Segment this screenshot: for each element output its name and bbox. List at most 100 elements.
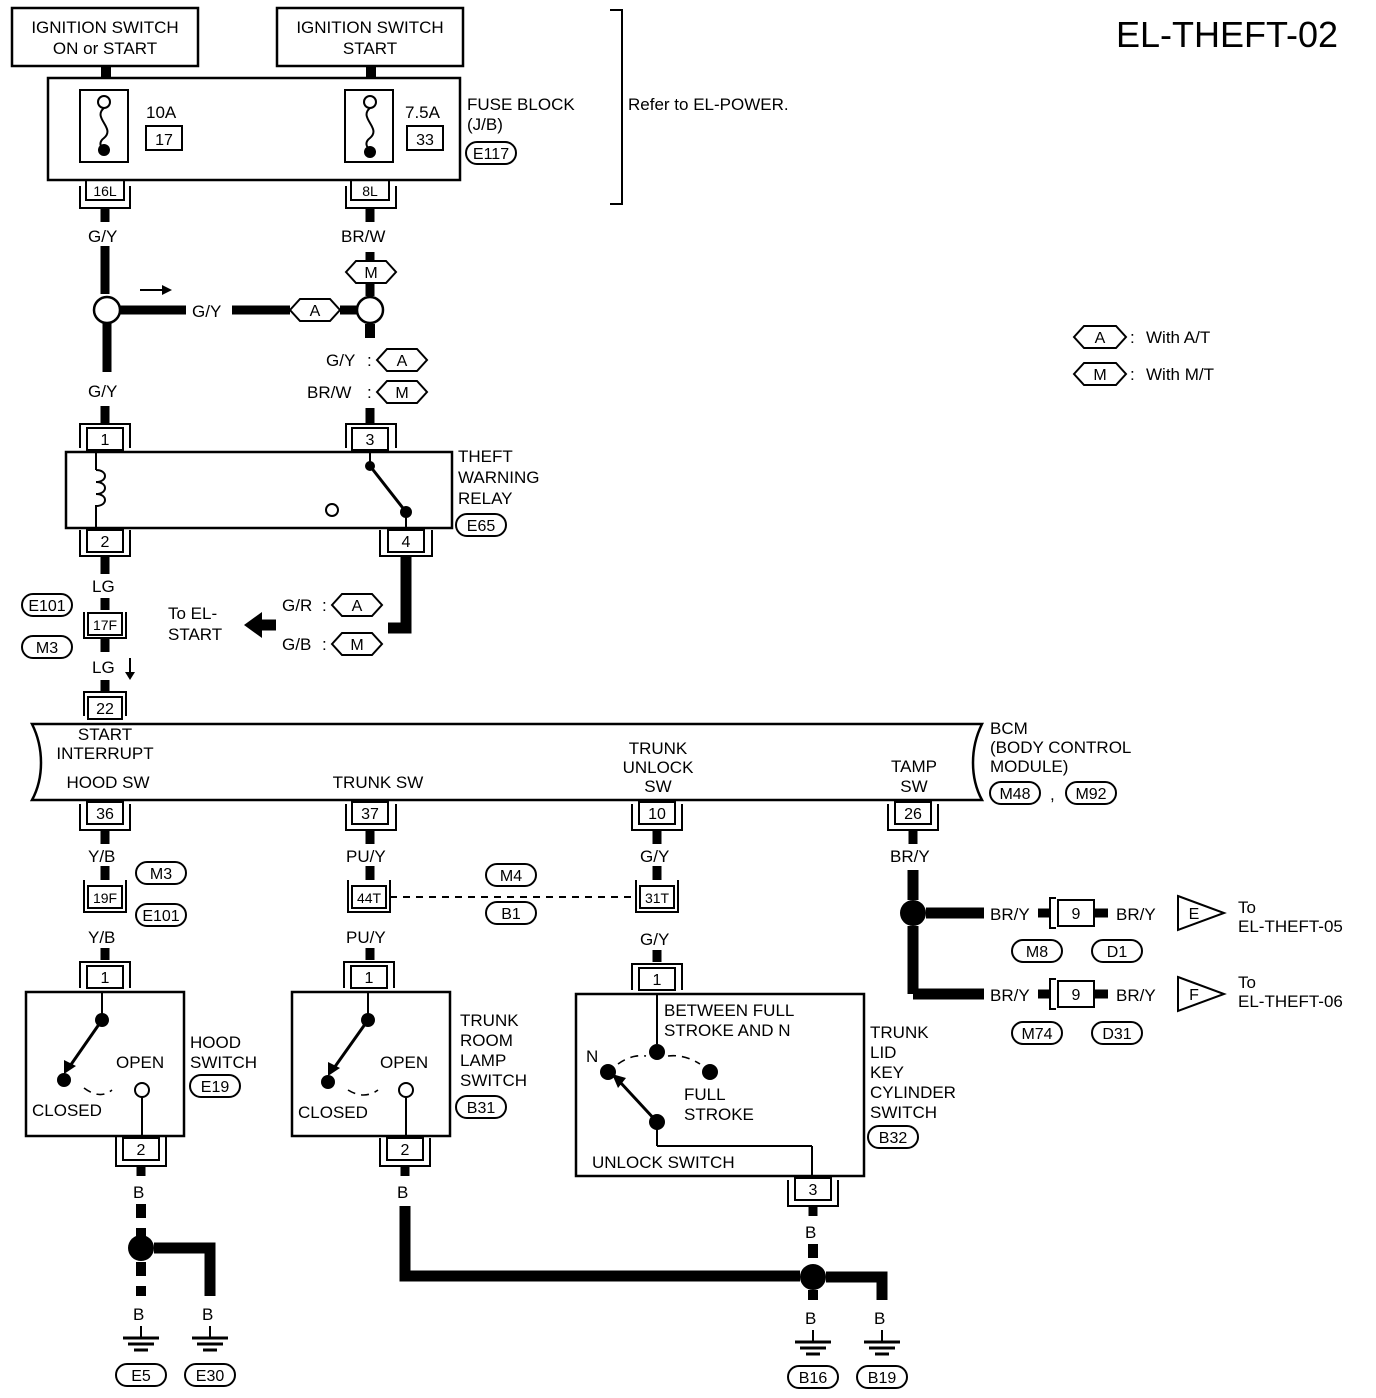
svg-text:(J/B): (J/B)	[467, 115, 503, 134]
svg-text:M: M	[395, 385, 408, 402]
svg-text:OPEN: OPEN	[380, 1053, 428, 1072]
ground-symbol-b19: B19	[856, 1330, 908, 1389]
connector-b32: B32	[879, 1130, 908, 1147]
ignition-switch-start: IGNITION SWITCH START	[275, 6, 465, 68]
terminal-16l: 16L	[93, 183, 117, 199]
svg-text:SW: SW	[900, 777, 927, 796]
svg-text:RELAY: RELAY	[458, 489, 513, 508]
svg-text:B: B	[397, 1183, 408, 1202]
svg-text:EL-THEFT-06: EL-THEFT-06	[1238, 992, 1343, 1011]
svg-text:B: B	[133, 1305, 144, 1324]
bcm-pin-26: 26	[887, 801, 939, 831]
svg-text:STROKE: STROKE	[684, 1105, 754, 1124]
svg-text:BR/Y: BR/Y	[990, 905, 1030, 924]
svg-text:2: 2	[101, 534, 110, 551]
option-m-tag-2: M	[375, 380, 429, 404]
relay-label: THEFT	[458, 447, 513, 466]
connector-e65: E65	[467, 518, 496, 535]
svg-text:G/R: G/R	[282, 596, 312, 615]
svg-text:B: B	[133, 1183, 144, 1202]
svg-text:CLOSED: CLOSED	[298, 1103, 368, 1122]
svg-text:SWITCH: SWITCH	[870, 1103, 937, 1122]
svg-text:START: START	[343, 39, 397, 58]
ignition-switch-on-start: IGNITION SWITCH ON or START	[10, 6, 200, 68]
svg-text:M: M	[350, 637, 363, 654]
bcm-tamp-sw: TAMP	[891, 757, 937, 776]
svg-text:IGNITION SWITCH: IGNITION SWITCH	[296, 18, 443, 37]
svg-text:A: A	[1095, 330, 1106, 347]
to-el-start: To EL-	[168, 604, 217, 623]
svg-text:BR/Y: BR/Y	[1116, 986, 1156, 1005]
pin-17f: 17F	[93, 617, 117, 633]
option-m-tag-1: M	[344, 260, 398, 284]
connector-m3: M3	[36, 640, 58, 657]
svg-text:ROOM: ROOM	[460, 1031, 513, 1050]
svg-text:LID: LID	[870, 1043, 896, 1062]
option-a-tag-2: A	[375, 348, 429, 372]
svg-text:CYLINDER: CYLINDER	[870, 1083, 956, 1102]
svg-text::: :	[367, 383, 372, 402]
option-a-tag-1: A	[288, 298, 342, 322]
svg-text:MODULE): MODULE)	[990, 757, 1068, 776]
trunk-lid-key-cylinder-switch: 1 BETWEEN FULL STROKE AND N N FULL STROK…	[574, 963, 866, 1207]
bcm-trunk-sw: TRUNK SW	[333, 773, 424, 792]
option-a-tag-3: A	[330, 593, 384, 617]
svg-text:G/Y: G/Y	[88, 382, 117, 401]
wire-label-gy: G/Y	[88, 227, 117, 246]
bcm-pin-37: 37	[345, 801, 397, 831]
terminal-8l: 8L	[362, 183, 378, 199]
bcm-hood-sw: HOOD SW	[66, 773, 149, 792]
option-m-tag-3: M	[330, 632, 384, 656]
connector-e117: E117	[473, 146, 509, 163]
bcm-start-interrupt: START	[78, 725, 132, 744]
svg-text:Y/B: Y/B	[88, 928, 115, 947]
svg-text:37: 37	[361, 806, 379, 823]
svg-text:B: B	[202, 1305, 213, 1324]
bcm-label: BCM	[990, 719, 1028, 738]
svg-text:G/B: G/B	[282, 635, 311, 654]
fuse-33-amps: 7.5A	[405, 103, 441, 122]
hood-switch: 1 OPEN CLOSED 2	[24, 961, 186, 1167]
pin-31t: 31T	[645, 890, 670, 906]
svg-text:FULL: FULL	[684, 1085, 726, 1104]
svg-text:N: N	[586, 1047, 598, 1066]
svg-text:E30: E30	[196, 1368, 225, 1385]
svg-text:ON or START: ON or START	[53, 39, 157, 58]
svg-text:PU/Y: PU/Y	[346, 928, 386, 947]
svg-text:D31: D31	[1102, 1026, 1131, 1043]
svg-text:BR/Y: BR/Y	[1116, 905, 1156, 924]
tamper-branch-2: BR/Y 9 BR/Y F To EL-THEFT-06 M74 D31	[990, 973, 1343, 1045]
svg-text:G/Y: G/Y	[192, 302, 221, 321]
trunk-room-lamp-label: TRUNK	[460, 1011, 519, 1030]
svg-text::: :	[322, 635, 327, 654]
hood-switch-label: HOOD	[190, 1033, 241, 1052]
trunk-room-lamp-switch: 1 OPEN CLOSED 2	[290, 961, 452, 1167]
svg-text:B19: B19	[868, 1370, 897, 1387]
svg-text:10: 10	[648, 806, 666, 823]
svg-text:9: 9	[1072, 987, 1081, 1004]
svg-text:G/Y: G/Y	[326, 351, 355, 370]
connector-e19: E19	[201, 1079, 230, 1096]
svg-text:1: 1	[101, 432, 110, 449]
bcm-trunk-unlock-sw: TRUNK	[629, 739, 688, 758]
connector-b31: B31	[467, 1100, 496, 1117]
svg-text:PU/Y: PU/Y	[346, 847, 386, 866]
connector-e101-hood: E101	[142, 908, 179, 925]
svg-text:Y/B: Y/B	[88, 847, 115, 866]
svg-text::: :	[367, 351, 372, 370]
svg-text:(BODY CONTROL: (BODY CONTROL	[990, 738, 1131, 757]
refer-el-power: Refer to EL-POWER.	[628, 95, 789, 114]
pin-19f: 19F	[93, 890, 117, 906]
fuse-17-amps: 10A	[146, 103, 177, 122]
svg-text:2: 2	[137, 1142, 146, 1159]
svg-text:3: 3	[366, 432, 375, 449]
connector-m92: M92	[1075, 786, 1106, 803]
fuse-block: 10A 17 7.5A 33	[46, 76, 462, 182]
bcm-module	[29, 722, 985, 802]
legend: A : With A/T M : With M/T	[1072, 325, 1214, 386]
svg-text:STROKE AND N: STROKE AND N	[664, 1021, 791, 1040]
connector-m3-hood: M3	[150, 866, 172, 883]
svg-text:START: START	[168, 625, 222, 644]
svg-text:M: M	[364, 265, 377, 282]
